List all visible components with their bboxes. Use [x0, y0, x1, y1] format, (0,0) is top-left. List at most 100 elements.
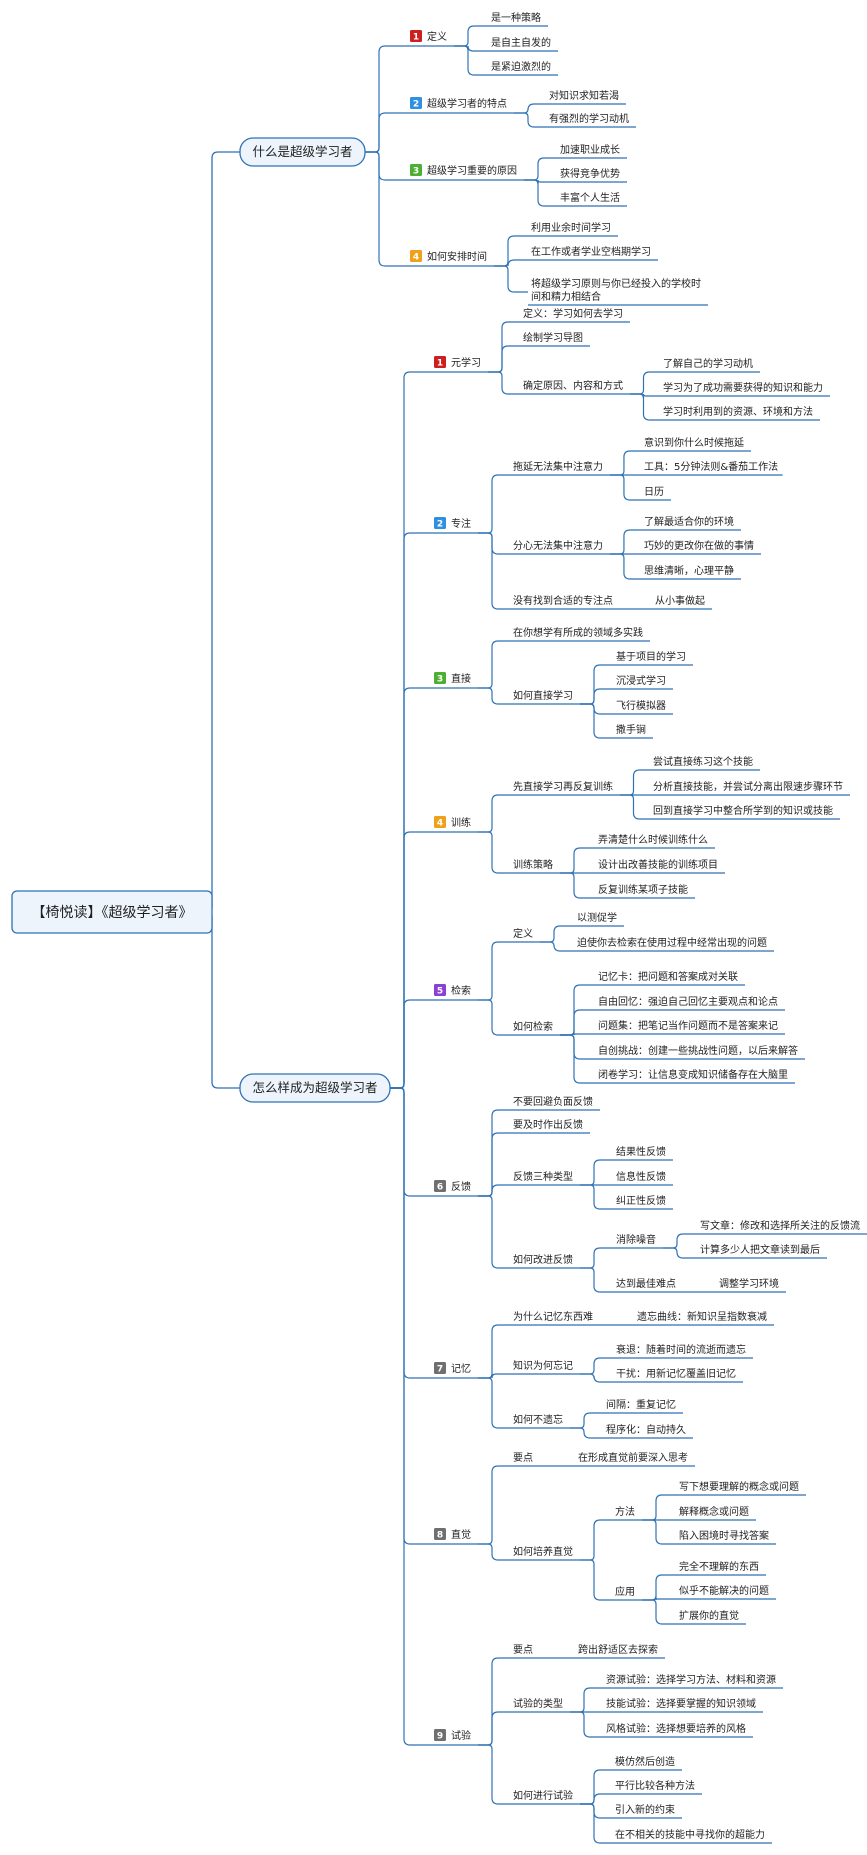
item-how-8-2-2-3-label: 扩展你的直觉: [679, 1609, 739, 1622]
item-how-5-1-1: 以测促学: [577, 911, 617, 924]
item-how-7-3-2-label: 程序化：自动持久: [606, 1423, 686, 1436]
item-how-4-1-3-label: 回到直接学习中整合所学到的知识或技能: [653, 804, 833, 817]
root-node[interactable]: 【椅悦读】《超级学习者》: [11, 890, 213, 934]
item-what-4-2-label: 在工作或者学业空档期学习: [531, 245, 651, 258]
item-how-4-2-2: 设计出改善技能的训练项目: [598, 858, 718, 871]
item-how-4-2-1: 弄清楚什么时候训练什么: [598, 833, 708, 846]
item-how-3-2-1-label: 基于项目的学习: [616, 650, 686, 663]
item-how-6-4-1-1: 写文章：修改和选择所关注的反馈流: [700, 1219, 860, 1232]
item-how-6-3-1: 结果性反馈: [616, 1145, 666, 1158]
item-how-6-3-label: 反馈三种类型: [513, 1170, 573, 1183]
topic-what-3-badge-number: 3: [413, 167, 419, 177]
topic-how-4-label: 训练: [451, 816, 471, 829]
item-how-8-1: 要点: [513, 1452, 533, 1464]
item-how-9-3: 如何进行试验: [513, 1789, 573, 1802]
item-how-9-2-2-label: 技能试验：选择要掌握的知识领域: [606, 1697, 756, 1710]
item-what-1-2: 是自主自发的: [491, 36, 551, 49]
item-what-2-2-label: 有强烈的学习动机: [549, 112, 629, 125]
item-how-8-1-label: 要点: [513, 1452, 533, 1464]
item-how-2-2-1: 了解最适合你的环境: [644, 515, 734, 528]
topic-how-9-label: 试验: [451, 1729, 471, 1742]
item-how-6-4-1-2: 计算多少人把文章读到最后: [700, 1243, 820, 1256]
topic-how-5-label: 检索: [451, 984, 471, 997]
item-how-9-2-label: 试验的类型: [513, 1697, 563, 1710]
item-how-9-3-2-label: 平行比较各种方法: [615, 1779, 695, 1792]
item-how-6-3-2-label: 信息性反馈: [616, 1170, 666, 1183]
item-how-7-2-2-label: 干扰：用新记忆覆盖旧记忆: [616, 1367, 736, 1380]
item-how-2-2: 分心无法集中注意力: [513, 539, 603, 552]
item-how-2-3-1-label: 从小事做起: [655, 594, 705, 607]
item-how-5-2-label: 如何检索: [513, 1020, 553, 1033]
topic-how-7-label: 记忆: [451, 1362, 471, 1375]
topic-how-4-badge-number: 4: [437, 819, 443, 829]
item-what-2-1-label: 对知识求知若渴: [549, 89, 619, 102]
item-how-1-2-label: 绘制学习导图: [523, 331, 583, 344]
item-how-9-3-3: 引入新的约束: [615, 1803, 675, 1816]
item-how-7-2-label: 知识为何忘记: [513, 1359, 573, 1372]
item-how-2-2-3-label: 思维清晰，心理平静: [644, 564, 734, 577]
item-how-3-2-1: 基于项目的学习: [616, 650, 686, 663]
item-how-1-3: 确定原因、内容和方式: [523, 379, 623, 392]
item-how-8-2-2-3: 扩展你的直觉: [679, 1609, 739, 1622]
item-how-9-2-3-label: 风格试验：选择想要培养的风格: [606, 1722, 746, 1735]
item-how-9-3-4: 在不相关的技能中寻找你的超能力: [615, 1828, 765, 1841]
item-how-1-3-2-label: 学习为了成功需要获得的知识和能力: [663, 381, 823, 394]
item-how-8-2-2-1-label: 完全不理解的东西: [679, 1560, 759, 1573]
item-how-8-2-1-3-label: 陷入困境时寻找答案: [679, 1529, 769, 1542]
item-how-6-4-1-label: 消除噪音: [616, 1233, 656, 1246]
item-how-5-2-5-label: 闭卷学习：让信息变成知识储备存在大脑里: [598, 1068, 788, 1081]
topic-what-1-label: 定义: [427, 30, 447, 43]
topic-how-1-badge-number: 1: [437, 359, 443, 369]
item-how-2-3: 没有找到合适的专注点: [513, 594, 613, 607]
topic-how-7-badge-number: 7: [437, 1365, 443, 1375]
item-how-5-2-3: 问题集：把笔记当作问题而不是答案来记: [598, 1019, 778, 1032]
item-how-9-2: 试验的类型: [513, 1697, 563, 1710]
item-how-3-2-3: 飞行模拟器: [616, 699, 666, 712]
item-how-2-3-label: 没有找到合适的专注点: [513, 594, 613, 607]
topic-what-1-badge: [410, 30, 422, 42]
item-how-6-3-1-label: 结果性反馈: [616, 1145, 666, 1158]
topic-how-9-badge-number: 9: [437, 1732, 443, 1742]
item-how-8-2-1-1: 写下想要理解的概念或问题: [679, 1480, 799, 1493]
topic-how-4-badge: [434, 816, 446, 828]
item-how-9-2-1: 资源试验：选择学习方法、材料和资源: [606, 1673, 776, 1686]
item-how-5-2-2-label: 自由回忆：强迫自己回忆主要观点和论点: [598, 995, 778, 1008]
item-how-8-2-2-label: 应用: [615, 1585, 635, 1598]
item-how-8-2-1-1-label: 写下想要理解的概念或问题: [679, 1480, 799, 1493]
item-how-4-2-3-label: 反复训练某项子技能: [598, 883, 688, 896]
item-how-7-3-1-label: 间隔：重复记忆: [606, 1398, 676, 1411]
topic-what-3-badge: [410, 164, 422, 176]
topic-how-8-label: 直觉: [451, 1528, 471, 1541]
item-how-8-1-1-label: 在形成直觉前要深入思考: [578, 1451, 688, 1464]
topic-how-2-label: 专注: [451, 517, 471, 530]
item-how-6-3-2: 信息性反馈: [616, 1170, 666, 1183]
item-how-6-4-label: 如何改进反馈: [513, 1253, 573, 1266]
item-how-3-2-2: 沉浸式学习: [616, 674, 666, 687]
item-what-3-3: 丰富个人生活: [560, 191, 620, 204]
item-how-6-2-label: 要及时作出反馈: [513, 1118, 583, 1131]
topic-what-3-label: 超级学习重要的原因: [427, 164, 517, 177]
item-how-7-2-1: 衰退：随着时间的流逝而遗忘: [616, 1343, 746, 1356]
item-how-3-1-label: 在你想学有所成的领域多实践: [513, 626, 643, 639]
item-how-9-3-label: 如何进行试验: [513, 1789, 573, 1802]
item-how-4-1-2: 分析直接技能，并尝试分离出限速步骤环节: [653, 780, 843, 793]
item-what-4-3-label-line2: 间和精力相结合: [531, 290, 601, 303]
topic-what-4-label: 如何安排时间: [427, 250, 487, 263]
item-how-3-2-4: 撒手锏: [616, 723, 646, 736]
item-how-8-2-2-1: 完全不理解的东西: [679, 1560, 759, 1573]
item-how-6-4-2: 达到最佳难点: [616, 1277, 676, 1290]
branch-2[interactable]: 怎么样成为超级学习者: [239, 1073, 391, 1103]
item-how-6-1: 不要回避负面反馈: [513, 1095, 593, 1108]
branch-1[interactable]: 什么是超级学习者: [239, 137, 366, 167]
item-how-7-3-1: 间隔：重复记忆: [606, 1398, 676, 1411]
item-how-8-2-1-2: 解释概念或问题: [679, 1505, 749, 1518]
item-how-1-3-1-label: 了解自己的学习动机: [663, 357, 753, 370]
item-how-5-2-2: 自由回忆：强迫自己回忆主要观点和论点: [598, 995, 778, 1008]
item-how-1-1-label: 定义：学习如何去学习: [523, 307, 623, 320]
item-how-9-3-1-label: 模仿然后创造: [615, 1755, 675, 1768]
